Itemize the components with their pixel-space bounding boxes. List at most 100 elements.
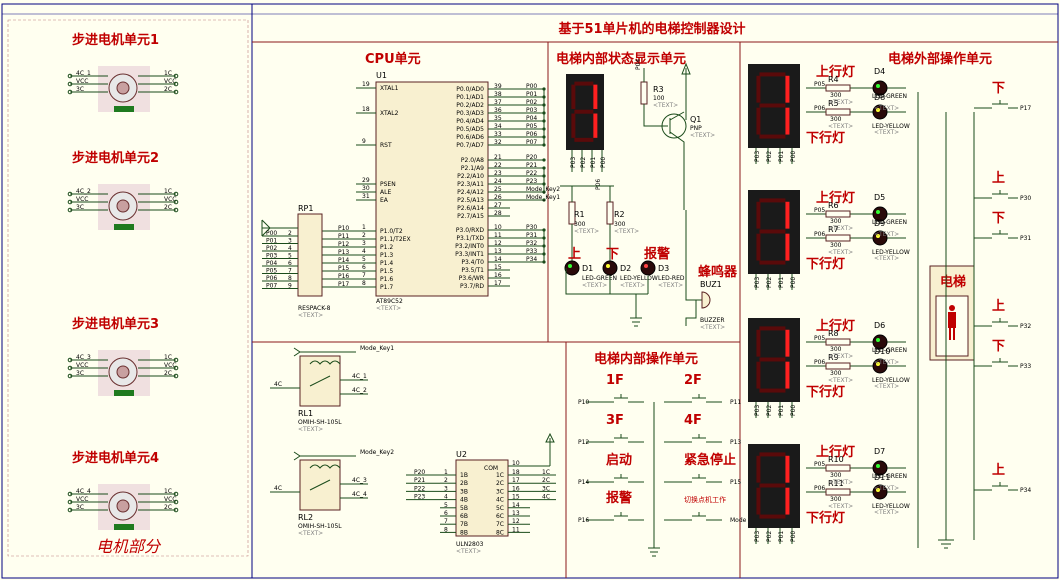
mcu-pin-name: P3.5/T1 — [461, 267, 484, 274]
resistor-ref: R7 — [828, 225, 839, 234]
uln-net-label: P22 — [414, 485, 425, 492]
respack-rp1[interactable]: RP1 RESPACK-8 <TEXT> — [297, 204, 331, 319]
uln-net-label: P23 — [414, 494, 425, 501]
resistor-text: <TEXT> — [828, 123, 853, 130]
seg — [759, 229, 786, 234]
button-switch — [974, 100, 1018, 109]
uln-pin-number: 10 — [512, 460, 520, 467]
motor-pin-label: 4C_2 — [76, 188, 91, 195]
mcu-pin-number: 16 — [494, 272, 502, 279]
led-glint — [876, 362, 880, 366]
led-ref: D9 — [874, 219, 885, 228]
resistor-up — [825, 84, 851, 92]
resistor-ref: R9 — [828, 353, 839, 362]
rp1-text: <TEXT> — [298, 312, 323, 319]
status-led-part: LED-YELLOW — [620, 275, 658, 282]
status-led-ref: D2 — [620, 264, 631, 273]
uln-vcc — [545, 432, 555, 466]
motor-pin-label: 1C — [164, 70, 172, 77]
button-label: 上 — [992, 171, 1005, 186]
mcu-net-label: P07 — [526, 139, 537, 146]
motor-hub — [116, 499, 130, 513]
seg-lit — [593, 84, 598, 109]
uln-pin-name: 8C — [496, 529, 504, 536]
r3-val: 100 — [653, 95, 665, 102]
button-label: 4F — [684, 413, 702, 428]
motor-pin-label: 2C — [164, 504, 172, 511]
motor-terminal — [173, 81, 179, 87]
rp1-pin-number: 6 — [288, 260, 292, 267]
mcu-pin-name: RST — [380, 142, 392, 149]
down-lamp-led — [872, 230, 888, 246]
mcu-pin-name: P2.3/A11 — [457, 181, 484, 188]
motor-base — [114, 106, 134, 112]
r2-net: P06 — [595, 179, 602, 190]
mcu-pin-number: 13 — [494, 248, 502, 255]
resistor-down — [825, 108, 851, 116]
down-lamp-led — [872, 104, 888, 120]
mcu-pin-name: PSEN — [380, 181, 396, 188]
button-net-label: P32 — [1020, 323, 1031, 330]
mcu-pin-number: 6 — [362, 264, 366, 271]
mcu-pin-number: 23 — [494, 170, 502, 177]
buzzer-wire — [685, 210, 702, 326]
mcu-u1[interactable]: U1 AT89C52 <TEXT> — [375, 71, 489, 312]
mcu-pin-number: 27 — [494, 202, 502, 209]
seg — [759, 134, 786, 139]
floor-7seg-display — [748, 318, 800, 402]
relay-out-label: 4C_4 — [352, 491, 367, 498]
mcu-net-label: P15 — [338, 265, 349, 272]
motor-title: 步进电机单元2 — [72, 150, 159, 166]
status-led-ref: D3 — [658, 264, 669, 273]
seg — [756, 201, 761, 229]
seg — [574, 109, 594, 114]
led-glint — [606, 264, 610, 268]
mcu-net-label: P13 — [338, 249, 349, 256]
elevator-indicator[interactable]: 电梯 — [929, 265, 975, 361]
motor-pin-label: VCC — [76, 496, 88, 503]
led-body — [872, 206, 888, 222]
uln-pin-name: 5C — [496, 505, 504, 512]
motor-hub — [116, 365, 130, 379]
motor-title: 步进电机单元4 — [72, 450, 159, 466]
uln2803-u2[interactable]: U2 ULN2803 <TEXT> — [455, 450, 509, 555]
mcu-pin-number: 2 — [362, 232, 366, 239]
led-glint — [876, 488, 880, 492]
mcu-pin-number: 34 — [494, 123, 502, 130]
junction — [542, 198, 546, 202]
status-led-ref: D1 — [582, 264, 593, 273]
net-label: P06 — [814, 485, 825, 492]
mcu-pin-name: P1.5 — [380, 268, 393, 275]
motor-pin-label: VCC — [76, 362, 88, 369]
mcu-pin-name: P2.4/A12 — [457, 189, 484, 196]
resistor-ref: R5 — [828, 99, 839, 108]
uln-pin-number: 13 — [512, 510, 520, 517]
rp1-vcc — [261, 219, 298, 237]
led-glint — [876, 108, 880, 112]
uln-pin-number: 18 — [512, 469, 520, 476]
seg-lit — [785, 201, 790, 229]
motor-base — [114, 224, 134, 230]
motor-part-label: 电机部分 — [96, 537, 162, 556]
